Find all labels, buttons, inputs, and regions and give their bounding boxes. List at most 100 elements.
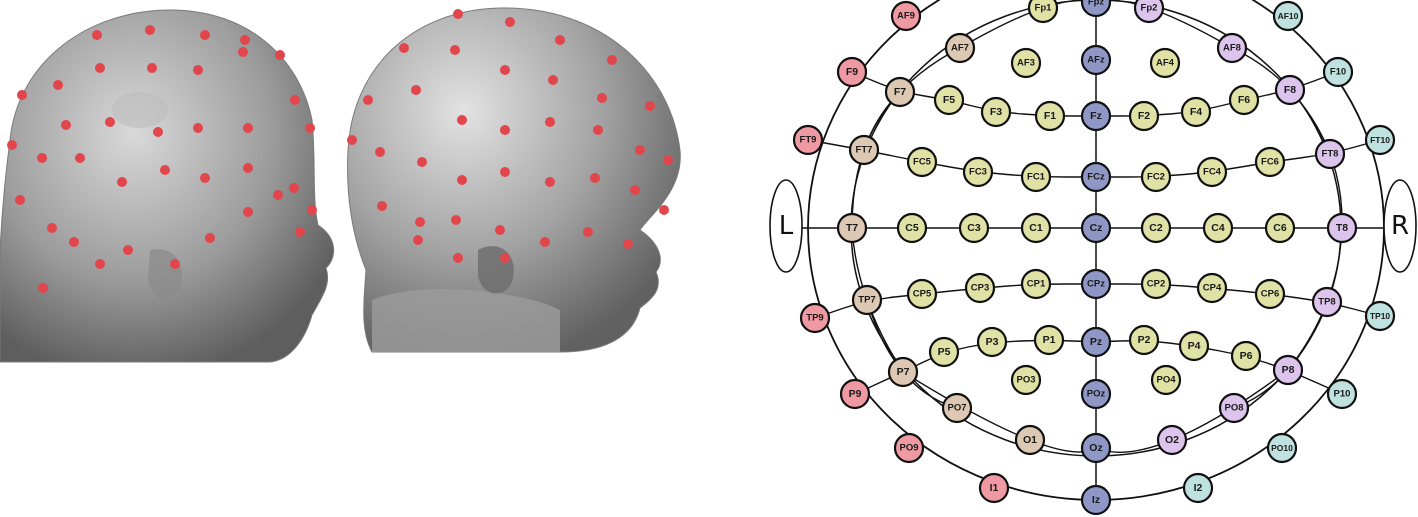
arc-po-right (1096, 370, 1288, 452)
electrode-c2: C2 (1142, 214, 1170, 242)
electrode-marker (305, 123, 315, 133)
electrode-label: P5 (938, 346, 951, 358)
left-side-label: L (779, 211, 794, 241)
electrode-label: P10 (1334, 389, 1351, 400)
electrode-f7: F7 (886, 78, 914, 106)
electrode-f4: F4 (1182, 98, 1210, 126)
electrode-marker (375, 147, 385, 157)
electrode-po8: PO8 (1220, 394, 1248, 422)
electrode-label: Fz (1090, 110, 1102, 122)
electrode-marker (61, 120, 71, 130)
electrode-label: Iz (1092, 494, 1100, 506)
electrode-p6: P6 (1232, 342, 1260, 370)
electrode-label: F1 (1044, 110, 1056, 122)
electrode-label: PO9 (899, 443, 918, 454)
electrode-ft10: FT10 (1366, 126, 1394, 154)
electrode-marker (105, 117, 115, 127)
electrode-f8: F8 (1276, 76, 1304, 104)
electrode-label: CP4 (1203, 283, 1222, 294)
electrode-p1: P1 (1035, 326, 1063, 354)
electrode-marker (37, 153, 47, 163)
electrode-label: CP1 (1027, 279, 1046, 290)
electrode-f2: F2 (1130, 102, 1158, 130)
electrode-label: Pz (1090, 336, 1102, 348)
electrode-label: T8 (1336, 222, 1348, 234)
electrode-af8: AF8 (1218, 34, 1246, 62)
electrode-label: P1 (1043, 334, 1056, 346)
electrode-p4: P4 (1180, 332, 1208, 360)
electrode-marker (623, 239, 633, 249)
electrode-fc4: FC4 (1198, 158, 1226, 186)
electrode-pz: Pz (1082, 328, 1110, 356)
electrode-marker (92, 30, 102, 40)
electrode-label: CP5 (913, 289, 932, 300)
electrode-label: FCz (1087, 172, 1105, 183)
electrode-label: PO8 (1224, 403, 1243, 414)
electrode-marker (548, 75, 558, 85)
electrode-marker (153, 127, 163, 137)
electrode-label: AF10 (1278, 11, 1299, 21)
electrode-t8: T8 (1328, 214, 1356, 242)
electrode-iz: Iz (1082, 486, 1110, 514)
electrode-marker (7, 140, 17, 150)
electrode-label: FC1 (1027, 172, 1046, 183)
electrode-label: AF9 (897, 11, 915, 22)
electrode-marker (160, 165, 170, 175)
electrode-fc3: FC3 (964, 158, 992, 186)
electrode-nodes: Fp1FpzFp2AF9AF7AF3AFzAF4AF8AF10F9F7F5F3F… (794, 0, 1394, 514)
electrode-label: TP8 (1318, 297, 1335, 308)
electrode-label: PO10 (1271, 443, 1293, 453)
electrode-label: O1 (1023, 434, 1037, 446)
electrode-marker (411, 85, 421, 95)
electrode-label: AFz (1087, 55, 1105, 66)
electrode-marker (545, 117, 555, 127)
electrode-marker (347, 135, 357, 145)
electrode-label: F7 (894, 86, 906, 98)
electrode-label: FT10 (1370, 135, 1390, 145)
electrode-marker (453, 9, 463, 19)
electrode-marker (363, 95, 373, 105)
electrode-f3: F3 (982, 98, 1010, 126)
electrode-af4: AF4 (1151, 49, 1179, 77)
electrode-c6: C6 (1266, 214, 1294, 242)
electrode-label: PO7 (947, 403, 966, 414)
electrode-p10: P10 (1328, 380, 1356, 408)
electrode-label: I2 (1194, 482, 1203, 494)
electrode-marker (450, 45, 460, 55)
electrode-label: I1 (990, 482, 999, 494)
right-side-label: R (1391, 211, 1409, 241)
electrode-f6: F6 (1230, 86, 1258, 114)
electrode-i2: I2 (1184, 474, 1212, 502)
electrode-marker (200, 30, 210, 40)
electrode-label: C4 (1211, 222, 1225, 234)
electrode-marker (275, 50, 285, 60)
electrode-cp2: CP2 (1142, 270, 1170, 298)
electrode-marker (289, 183, 299, 193)
electrode-marker (290, 95, 300, 105)
electrode-marker (630, 185, 640, 195)
electrode-tp8: TP8 (1313, 288, 1341, 316)
electrode-label: Fp1 (1035, 3, 1053, 14)
electrode-cpz: CPz (1082, 270, 1110, 298)
electrode-marker (240, 35, 250, 45)
electrode-marker (147, 63, 157, 73)
electrode-fc1: FC1 (1022, 163, 1050, 191)
electrode-label: F3 (990, 106, 1002, 118)
electrode-label: C3 (967, 222, 981, 234)
electrode-marker (17, 90, 27, 100)
electrode-label: F2 (1138, 110, 1150, 122)
electrode-marker (597, 93, 607, 103)
electrode-marker (200, 173, 210, 183)
electrode-label: F9 (846, 66, 858, 78)
arc-po-left (903, 372, 1096, 452)
electrode-f5: F5 (935, 86, 963, 114)
electrode-label: AF7 (951, 43, 969, 54)
electrode-label: FC2 (1147, 172, 1165, 183)
electrode-label: Cz (1090, 222, 1103, 234)
electrode-label: F6 (1238, 94, 1250, 106)
electrode-marker (555, 35, 565, 45)
electrode-fc2: FC2 (1142, 163, 1170, 191)
electrode-marker (205, 233, 215, 243)
electrode-fp1: Fp1 (1029, 0, 1057, 22)
